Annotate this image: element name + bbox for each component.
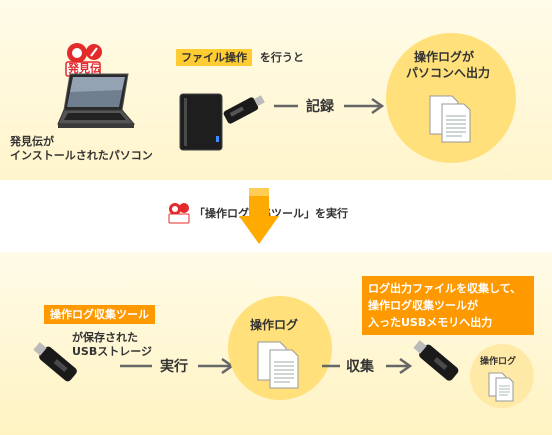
- log-caption-line1: 操作ログが: [414, 50, 475, 64]
- document-stack-icon-small: [488, 372, 518, 402]
- document-stack-icon-bottom: [256, 340, 304, 390]
- file-op-label: ファイル操作 を行うと: [176, 49, 304, 66]
- external-drive-icon: [178, 86, 268, 152]
- pc-caption-line2: インストールされたパソコン: [10, 149, 153, 162]
- usb-stick-icon-right: [406, 332, 470, 392]
- note-line1: ログ出力ファイルを収集して、: [368, 282, 522, 295]
- output-note: ログ出力ファイルを収集して、 操作ログ収集ツールが 入ったUSBメモリへ出力: [362, 276, 534, 335]
- tool-highlight: 操作ログ収集ツール: [44, 305, 155, 324]
- hakkenden-badge-mid: [168, 202, 190, 224]
- hakkenden-badge-top: 発見伝: [64, 42, 104, 78]
- record-label: 記録: [306, 99, 334, 115]
- note-line2: 操作ログ収集ツールが: [368, 299, 478, 312]
- badge-text: 発見伝: [68, 62, 101, 75]
- file-op-rest: を行うと: [259, 51, 304, 64]
- small-log-label: 操作ログ: [480, 357, 517, 367]
- usb-caption-line1: が保存された: [72, 331, 138, 344]
- record-arrow: [272, 96, 392, 116]
- tool-label: 操作ログ収集ツール: [44, 305, 155, 324]
- down-arrow-icon: [237, 188, 281, 246]
- run-tool-label: 「操作ログ収集ツール」を実行: [194, 207, 348, 220]
- collect-label: 収集: [346, 359, 374, 375]
- middle-section: [0, 180, 552, 250]
- log-label: 操作ログ: [250, 318, 299, 332]
- file-op-highlight: ファイル操作: [176, 49, 252, 66]
- document-stack-icon: [428, 94, 476, 144]
- collect-arrow: [320, 356, 416, 376]
- execute-label: 実行: [160, 359, 188, 375]
- note-line3: 入ったUSBメモリへ出力: [368, 316, 493, 329]
- log-caption-line2: パソコンへ出力: [406, 66, 491, 80]
- usb-stick-icon: [28, 336, 88, 392]
- usb-caption-line2: USBストレージ: [72, 345, 153, 358]
- laptop-icon: [56, 72, 136, 130]
- pc-caption-line1: 発見伝が: [10, 135, 54, 148]
